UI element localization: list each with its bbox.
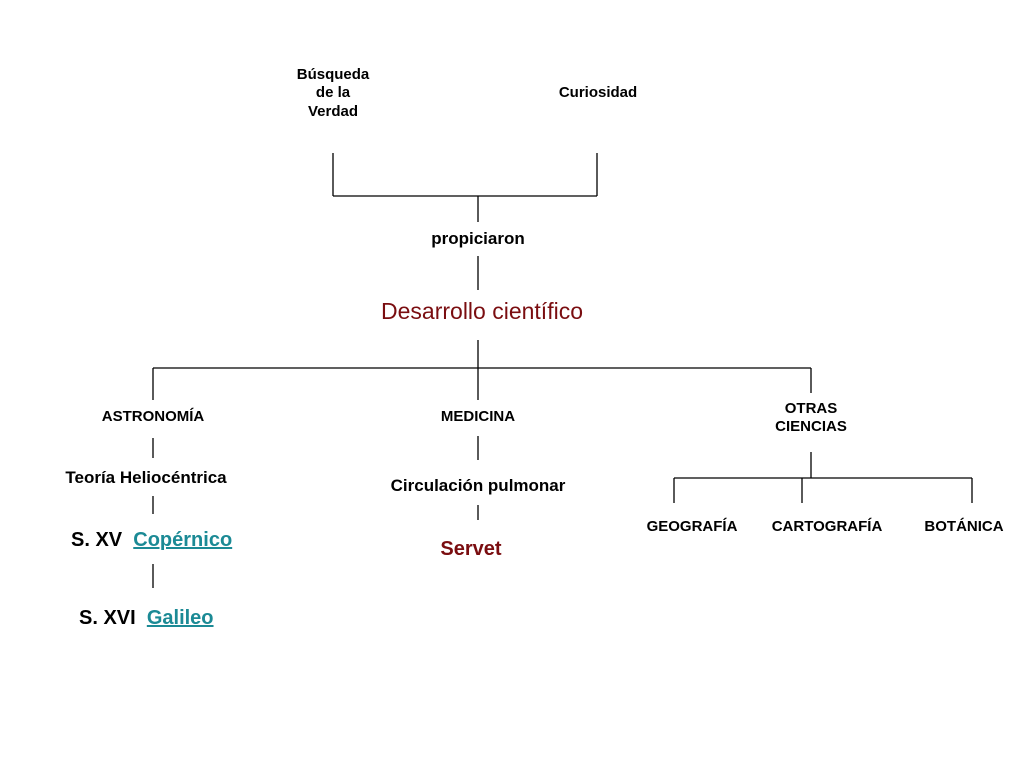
astronomia-item-xvi: S. XVI Galileo	[79, 606, 214, 630]
busqueda-line-3: Verdad	[307, 102, 359, 120]
otras-line-1: OTRAS	[784, 400, 838, 417]
otras-line-2: CIENCIAS	[775, 418, 847, 436]
branch-astronomia: ASTRONOMÍA	[101, 408, 205, 425]
otras-child-geografia: GEOGRAFÍA	[646, 518, 738, 535]
medicina-person: Servet	[440, 538, 502, 560]
medicina-topic: Circulación pulmonar	[390, 476, 566, 495]
astronomia-item-xv: S. XV Copérnico	[71, 528, 232, 552]
node-busqueda-verdad: Búsqueda de la Verdad	[283, 66, 383, 121]
century-xvi: S. XVI	[79, 607, 136, 629]
node-curiosidad: Curiosidad	[558, 84, 638, 101]
astronomia-theory: Teoría Heliocéntrica	[65, 468, 227, 487]
busqueda-line-1: Búsqueda	[296, 66, 370, 83]
otras-child-cartografia: CARTOGRAFÍA	[771, 518, 883, 535]
connector-propiciaron: propiciaron	[431, 229, 525, 248]
link-copernico[interactable]: Copérnico	[133, 529, 233, 551]
branch-medicina: MEDICINA	[440, 408, 516, 425]
otras-child-botanica: BOTÁNICA	[924, 518, 1004, 535]
branch-otras-ciencias: OTRAS CIENCIAS	[761, 400, 861, 437]
century-xv: S. XV	[71, 529, 123, 551]
busqueda-line-2: de la	[315, 84, 351, 102]
link-galileo[interactable]: Galileo	[146, 607, 214, 629]
central-title: Desarrollo científico	[381, 298, 583, 324]
